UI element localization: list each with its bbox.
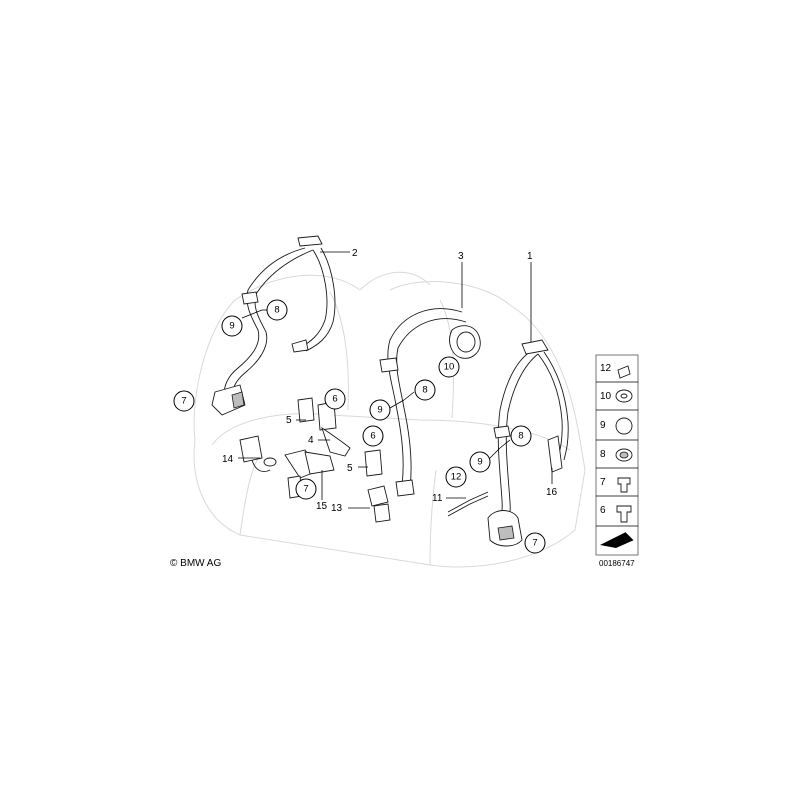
callout-6b: 6: [370, 431, 375, 442]
bolt-icon: [617, 477, 631, 493]
seat-belt-center: [379, 308, 481, 497]
callout-circle-8b: [414, 379, 436, 401]
arrow-icon: [600, 532, 634, 548]
callout-circle-7b: [295, 478, 317, 500]
callout-5a: 5: [286, 415, 292, 426]
legend-label-7: 7: [600, 477, 606, 488]
callout-4: 4: [308, 435, 314, 446]
callout-11: 11: [432, 493, 443, 504]
callout-circle-8c: [510, 425, 532, 447]
callout-8a: 8: [274, 305, 279, 316]
callout-circle-6a: [324, 388, 346, 410]
seat-belt-left: [211, 235, 336, 416]
callout-8c: 8: [518, 431, 523, 442]
callout-9a: 9: [229, 321, 234, 332]
callout-5b: 5: [347, 463, 353, 474]
callout-circle-10: [438, 356, 460, 378]
leader-lines: [238, 251, 553, 509]
callout-circle-12: [445, 466, 467, 488]
callout-3: 3: [458, 251, 464, 262]
copyright: © BMW AG: [170, 558, 221, 569]
circled-callouts: 8 9 7 6 6 7 10 8 9 12 9 8 7: [173, 299, 546, 554]
legend-label-12: 12: [600, 363, 612, 374]
callout-circle-8a: [266, 299, 288, 321]
callout-9b: 9: [377, 405, 382, 416]
callout-7a: 7: [181, 396, 186, 407]
legend-label-8: 8: [600, 449, 606, 460]
screw-bolt-icon: [616, 505, 632, 523]
callout-10: 10: [444, 362, 455, 373]
callout-labels: 2 3 1 5 4 5 14 15 13 11 16: [222, 248, 558, 514]
callout-8b: 8: [422, 385, 427, 396]
seat-belt-right: [487, 339, 569, 547]
callout-circle-7a: [173, 390, 195, 412]
callout-15: 15: [316, 501, 328, 512]
callout-9c: 9: [477, 457, 482, 468]
callout-12: 12: [451, 472, 462, 483]
rear-seat-outline: [193, 271, 586, 568]
legend-label-6: 6: [600, 505, 606, 516]
callout-circle-7c: [524, 532, 546, 554]
callout-16: 16: [546, 487, 558, 498]
callout-13: 13: [331, 503, 343, 514]
callout-circle-6b: [362, 425, 384, 447]
callout-7c: 7: [532, 538, 537, 549]
callout-circle-9b: [369, 399, 391, 421]
buckles-and-anchors: [239, 397, 489, 523]
callout-circle-9a: [221, 315, 243, 337]
callout-6a: 6: [332, 394, 337, 405]
callout-7b: 7: [303, 484, 308, 495]
small-parts-legend: 12 10 9 8 7 6: [595, 354, 639, 556]
legend-label-9: 9: [600, 420, 606, 431]
callout-14: 14: [222, 454, 234, 465]
cap-icon: [615, 417, 633, 435]
legend-label-10: 10: [600, 391, 612, 402]
callout-2: 2: [352, 248, 358, 259]
callout-1: 1: [527, 251, 533, 262]
diagram-number: 00186747: [599, 559, 635, 568]
callout-circle-9c: [469, 451, 491, 473]
screw-icon: [617, 365, 631, 379]
